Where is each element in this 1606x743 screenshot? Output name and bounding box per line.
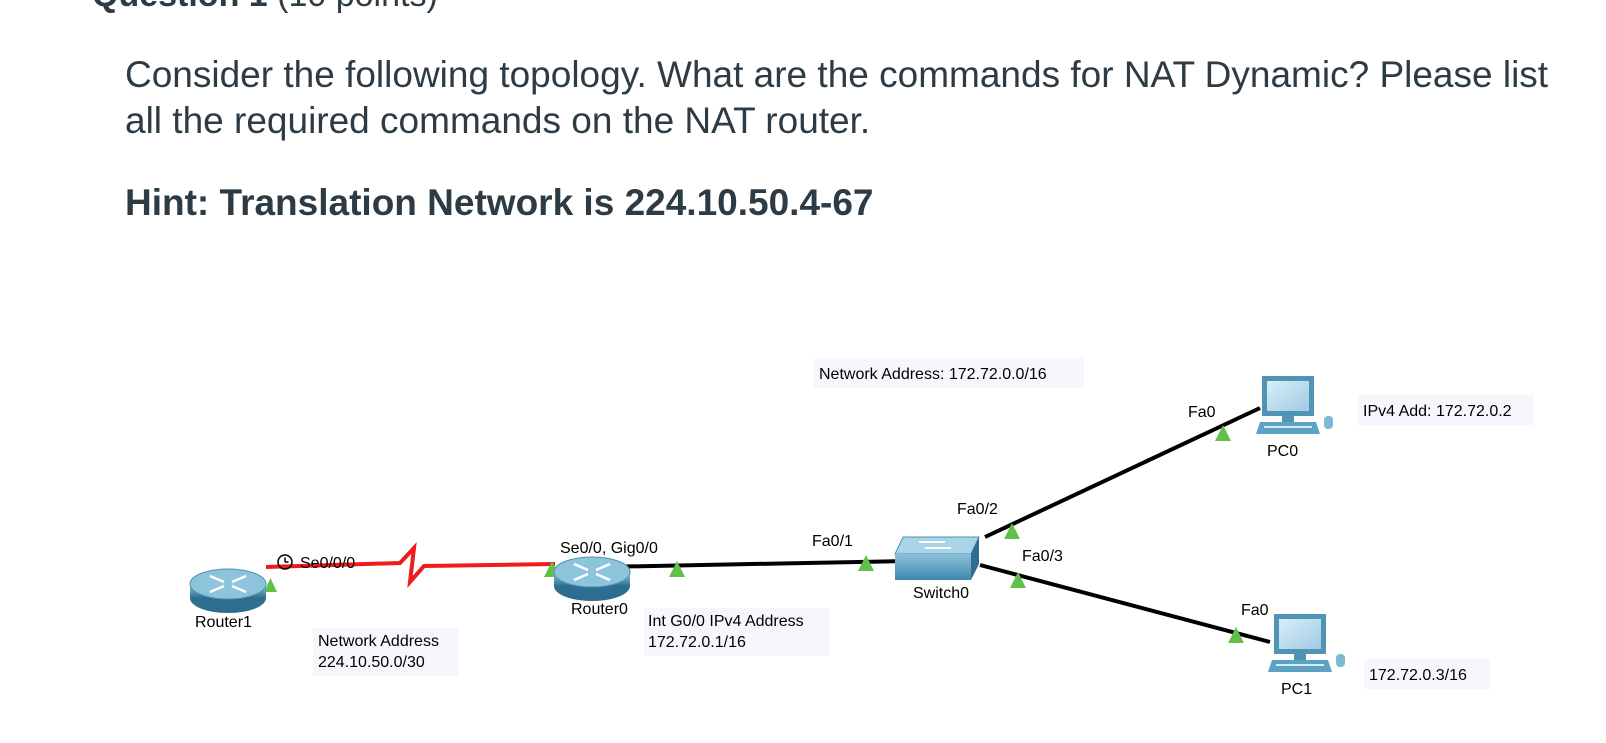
port-up-icon bbox=[1228, 627, 1244, 643]
note-pc0-ip-bg bbox=[1358, 395, 1534, 425]
router1-router-icon[interactable] bbox=[189, 568, 267, 613]
note-pc0-ip: IPv4 Add: 172.72.0.2 bbox=[1363, 403, 1512, 420]
pc1-pc-icon[interactable] bbox=[1268, 614, 1345, 672]
port-label-pc1-fa0: Fa0 bbox=[1241, 602, 1269, 619]
port-status-indicators bbox=[264, 425, 1244, 643]
port-label-router1-se000: Se0/0/0 bbox=[300, 555, 355, 572]
note-wan-network-bg bbox=[313, 628, 458, 676]
note-wan-network-line1: Network Address bbox=[318, 633, 439, 650]
port-up-icon bbox=[858, 555, 874, 571]
ethernet-link-router0-switch0 bbox=[599, 559, 907, 569]
note-pc1-ip-bg bbox=[1364, 659, 1490, 689]
port-up-icon bbox=[1004, 523, 1020, 539]
note-router0-g00-line2: 172.72.0.1/16 bbox=[648, 634, 746, 651]
note-pc1-ip: 172.72.0.3/16 bbox=[1369, 667, 1467, 684]
clock-icon bbox=[277, 554, 293, 570]
router0-label: Router0 bbox=[571, 601, 628, 618]
note-router0-g00-line1: Int G0/0 IPv4 Address bbox=[648, 613, 804, 630]
ethernet-link-switch0-pc1 bbox=[979, 563, 1271, 644]
question-header: Question 1 (10 points) bbox=[92, 0, 438, 15]
note-wan-network-line2: 224.10.50.0/30 bbox=[318, 654, 425, 671]
router0-router-icon[interactable] bbox=[553, 556, 631, 601]
pc0-label: PC0 bbox=[1267, 443, 1298, 460]
question-text: Consider the following topology. What ar… bbox=[125, 54, 1549, 141]
port-up-icon bbox=[1215, 425, 1231, 441]
port-label-switch-fa01: Fa0/1 bbox=[812, 533, 853, 550]
switch0-label: Switch0 bbox=[913, 585, 969, 602]
note-router0-g00-bg bbox=[644, 608, 830, 656]
port-label-router0: Se0/0, Gig0/0 bbox=[560, 540, 658, 557]
ethernet-link-switch0-pc0 bbox=[984, 406, 1261, 539]
port-up-icon bbox=[1010, 572, 1026, 588]
port-up-icon bbox=[669, 561, 685, 577]
question-hint: Hint: Translation Network is 224.10.50.4… bbox=[125, 182, 874, 223]
switch0-switch-icon[interactable] bbox=[894, 536, 980, 580]
pc0-pc-icon[interactable] bbox=[1256, 376, 1333, 434]
question-points: (10 points) bbox=[277, 0, 438, 14]
note-lan-network-bg bbox=[814, 358, 1084, 388]
note-lan-network: Network Address: 172.72.0.0/16 bbox=[819, 366, 1047, 383]
pc1-label: PC1 bbox=[1281, 681, 1312, 698]
question-title: Question 1 bbox=[92, 0, 268, 14]
serial-link bbox=[265, 542, 556, 589]
port-label-pc0-fa0: Fa0 bbox=[1188, 404, 1216, 421]
port-label-switch-fa03: Fa0/3 bbox=[1022, 548, 1063, 565]
router1-label: Router1 bbox=[195, 614, 252, 631]
port-label-switch-fa02: Fa0/2 bbox=[957, 501, 998, 518]
port-up-icon bbox=[264, 578, 277, 592]
